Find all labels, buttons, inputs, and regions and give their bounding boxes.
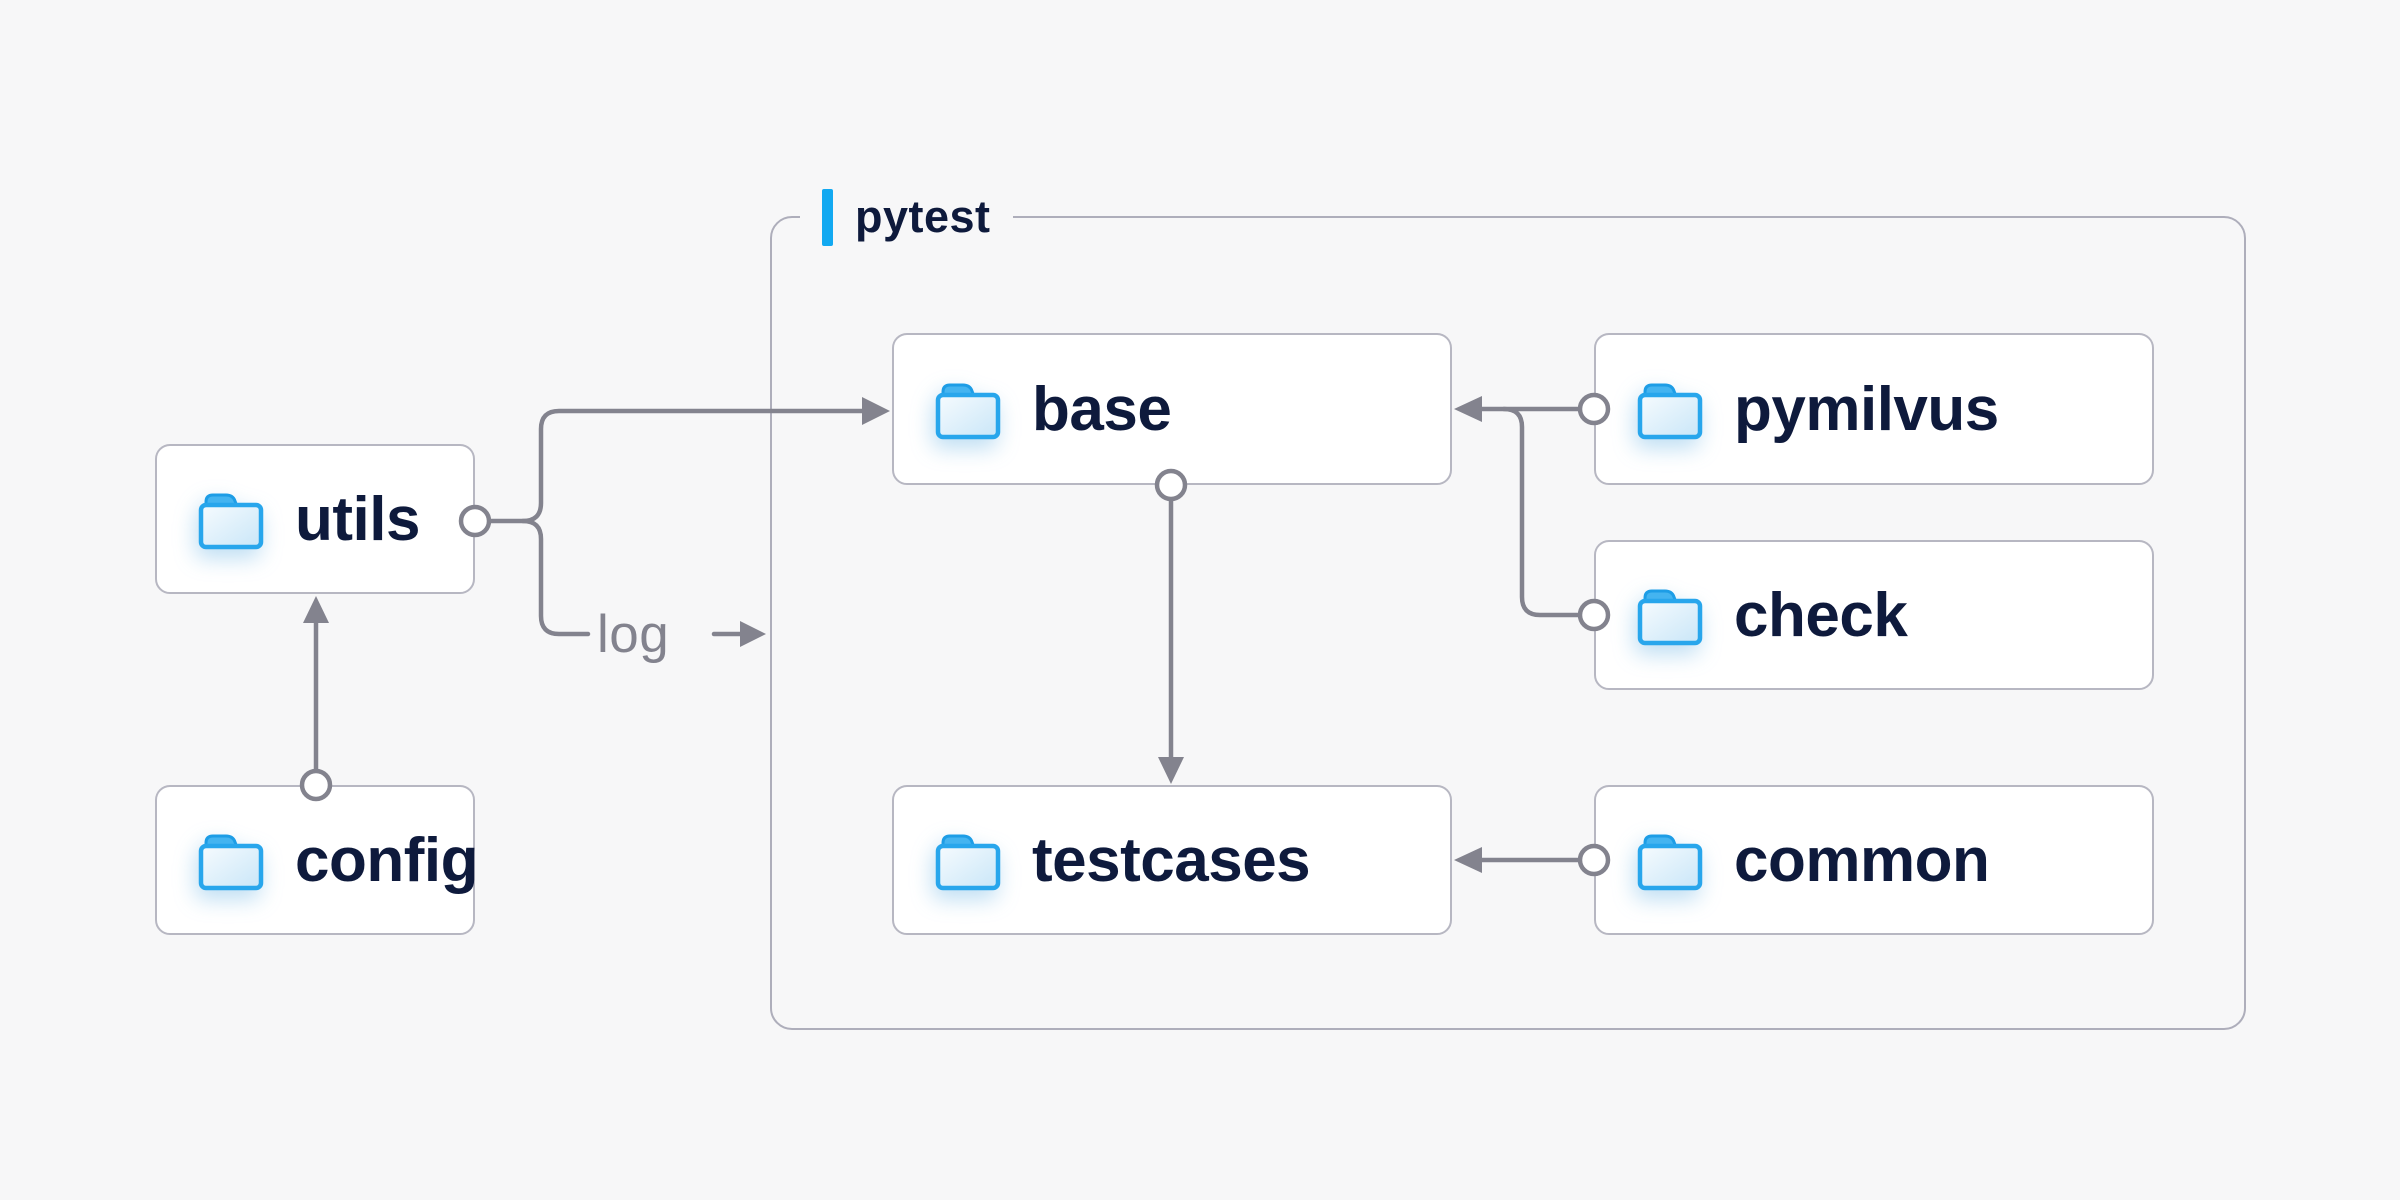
- node-label: config: [295, 825, 478, 895]
- folder-icon: [1636, 829, 1704, 892]
- pytest-group-container: [770, 216, 2246, 1030]
- folder-icon: [197, 829, 265, 892]
- node-label: pymilvus: [1734, 374, 1999, 444]
- node-check: check: [1594, 540, 2154, 690]
- node-label: testcases: [1032, 825, 1311, 895]
- node-pymilvus: pymilvus: [1594, 333, 2154, 485]
- folder-icon: [1636, 584, 1704, 647]
- folder-icon: [934, 378, 1002, 441]
- arrowhead-into-utils-bottom: [303, 596, 329, 623]
- accent-bar: [822, 188, 833, 246]
- node-utils: utils: [155, 444, 475, 594]
- node-base: base: [892, 333, 1452, 485]
- node-label: base: [1032, 374, 1172, 444]
- node-common: common: [1594, 785, 2154, 935]
- edge-utils-log: [520, 518, 591, 637]
- folder-icon: [197, 488, 265, 551]
- pytest-group-label: pytest: [800, 185, 1013, 249]
- log-edge-label: log: [597, 605, 670, 664]
- node-label: check: [1734, 580, 1908, 650]
- folder-icon: [934, 829, 1002, 892]
- group-title: pytest: [855, 191, 991, 242]
- folder-icon: [1636, 378, 1704, 441]
- node-testcases: testcases: [892, 785, 1452, 935]
- arrowhead-log: [740, 621, 766, 647]
- node-config: config: [155, 785, 478, 935]
- node-label: utils: [295, 484, 420, 554]
- node-label: common: [1734, 825, 1990, 895]
